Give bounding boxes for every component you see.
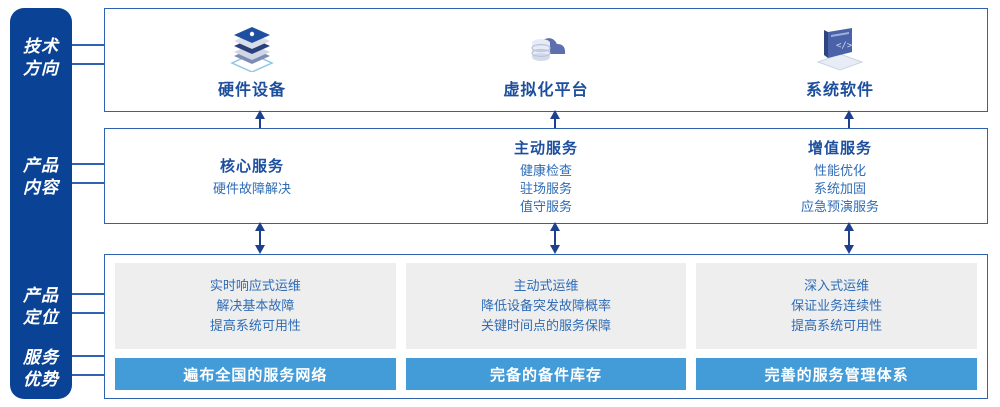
server-stack-icon [224, 24, 280, 72]
product-position-line: 降低设备突发故障概率 [481, 298, 612, 313]
product-position-item[interactable]: 主动式运维 降低设备突发故障概率 关键时间点的服务保障 完备的备件库存 [405, 263, 687, 390]
product-content-line: 系统加固 [813, 180, 866, 196]
product-content-panel: 核心服务 硬件故障解决 主动服务 健康检查 驻场服务 值守服务 增值服务 性能优… [104, 128, 988, 224]
product-content-line: 驻场服务 [519, 180, 572, 196]
arrow-bidirectional-icon [838, 222, 860, 254]
sidebar-label-line1: 技术 [23, 37, 59, 56]
sidebar-label-line2: 内容 [23, 178, 59, 197]
sidebar-label-line1: 产品 [23, 156, 59, 175]
product-content-item[interactable]: 增值服务 性能优化 系统加固 应急预演服务 [693, 129, 987, 223]
product-position-item[interactable]: 深入式运维 保证业务连续性 提高系统可用性 完善的服务管理体系 [696, 263, 978, 390]
connector-line [72, 312, 110, 314]
arrow-up-icon [838, 110, 860, 130]
connector-line [72, 163, 110, 165]
connector-line [72, 63, 110, 65]
sidebar-item-tech-direction[interactable]: 技术 方向 [10, 36, 72, 80]
product-content-line: 健康检查 [519, 162, 572, 178]
arrow-bidirectional-icon [249, 222, 271, 254]
sidebar-label-line2: 定位 [23, 308, 59, 327]
product-position-line: 主动式运维 [513, 278, 579, 293]
tech-direction-item[interactable]: </> 系统软件 [693, 9, 987, 111]
connector-line [72, 293, 110, 295]
service-advantage-bar[interactable]: 完备的备件库存 [405, 358, 687, 390]
product-content-item[interactable]: 主动服务 健康检查 驻场服务 值守服务 [399, 129, 693, 223]
sidebar-item-product-position[interactable]: 产品 定位 [10, 285, 72, 329]
product-position-line: 提高系统可用性 [791, 318, 883, 333]
connector-line [72, 374, 110, 376]
product-content-line: 硬件故障解决 [212, 180, 291, 196]
tech-direction-item[interactable]: 虚拟化平台 [399, 9, 693, 111]
sidebar-item-service-advantage[interactable]: 服务 优势 [10, 347, 72, 391]
tech-direction-panel: 硬件设备 虚拟化平台 [104, 8, 988, 112]
connector-line [72, 355, 110, 357]
product-position-box: 主动式运维 降低设备突发故障概率 关键时间点的服务保障 [405, 263, 687, 349]
sidebar-label-line1: 服务 [23, 348, 59, 367]
product-content-title: 主动服务 [513, 139, 578, 157]
product-position-line: 深入式运维 [804, 278, 870, 293]
product-position-item[interactable]: 实时响应式运维 解决基本故障 提高系统可用性 遍布全国的服务网络 [115, 263, 396, 390]
product-position-panel: 实时响应式运维 解决基本故障 提高系统可用性 遍布全国的服务网络 主动式运维 降… [104, 254, 988, 399]
product-content-line: 应急预演服务 [800, 198, 879, 214]
product-position-box: 深入式运维 保证业务连续性 提高系统可用性 [696, 263, 978, 349]
tech-direction-label: 硬件设备 [217, 82, 286, 99]
connector-line [72, 44, 110, 46]
connector-line [72, 182, 110, 184]
category-sidebar: 技术 方向 产品 内容 产品 定位 服务 优势 [10, 8, 72, 399]
service-advantage-bar[interactable]: 遍布全国的服务网络 [115, 358, 396, 390]
product-content-title: 增值服务 [807, 139, 872, 157]
product-content-item[interactable]: 核心服务 硬件故障解决 [105, 129, 399, 223]
arrow-bidirectional-icon [544, 222, 566, 254]
tech-direction-item[interactable]: 硬件设备 [105, 9, 399, 111]
sidebar-label-line1: 产品 [23, 286, 59, 305]
product-content-line: 值守服务 [519, 198, 572, 214]
sidebar-item-product-content[interactable]: 产品 内容 [10, 155, 72, 199]
product-position-line: 保证业务连续性 [791, 298, 883, 313]
product-position-line: 提高系统可用性 [209, 318, 301, 333]
tech-direction-label: 虚拟化平台 [503, 82, 589, 99]
service-advantage-bar[interactable]: 完善的服务管理体系 [696, 358, 978, 390]
arrow-up-icon [544, 110, 566, 130]
product-position-box: 实时响应式运维 解决基本故障 提高系统可用性 [115, 263, 396, 349]
product-content-line: 性能优化 [813, 162, 866, 178]
product-content-title: 核心服务 [219, 157, 284, 175]
tech-direction-label: 系统软件 [805, 82, 874, 99]
arrow-up-icon [249, 110, 271, 130]
product-position-line: 关键时间点的服务保障 [481, 318, 612, 333]
sidebar-label-line2: 方向 [23, 59, 59, 78]
svg-text:</>: </> [836, 41, 853, 51]
laptop-code-icon: </> [812, 24, 868, 72]
cloud-database-icon [518, 24, 574, 72]
product-position-line: 实时响应式运维 [209, 278, 301, 293]
sidebar-label-line2: 优势 [23, 370, 59, 389]
product-position-line: 解决基本故障 [216, 298, 295, 313]
